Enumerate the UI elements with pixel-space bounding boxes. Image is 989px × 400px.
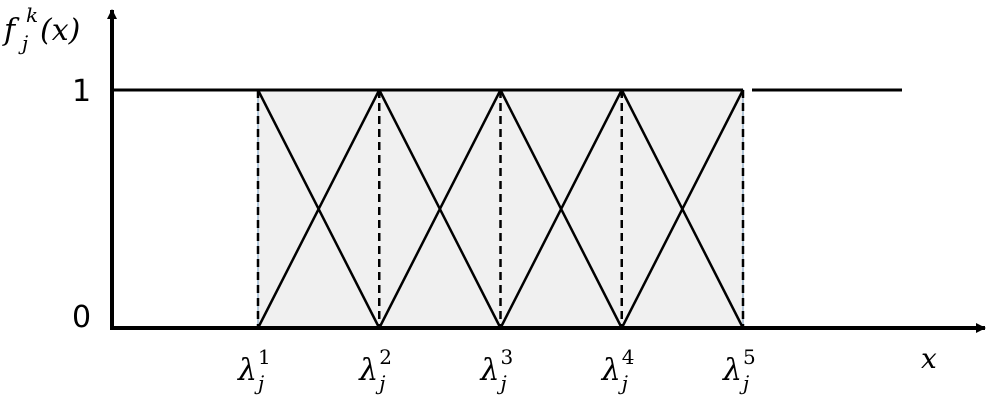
knot-label-5-base: λ [722, 353, 742, 388]
knot-label-2-base: λ [358, 353, 378, 388]
knot-label-4-base: λ [601, 353, 621, 388]
knot-label-2-sup: 2 [379, 345, 392, 369]
membership-ascending-5 [620, 89, 745, 329]
knot-label-5-sub: j [739, 371, 749, 395]
membership-ascending-3 [378, 89, 502, 329]
membership-ascending-2 [256, 89, 381, 329]
y-tick-zero: 0 [72, 300, 91, 335]
knot-label-4-sub: j [618, 371, 628, 395]
knot-label-5-sup: 5 [743, 345, 756, 369]
knot-label-3-sup: 3 [501, 345, 514, 369]
y-axis-title-arg: (x) [40, 13, 80, 48]
knot-label-1-sub: j [254, 371, 264, 395]
knot-label-1-base: λ [237, 353, 257, 388]
knot-label-2-sub: j [375, 371, 385, 395]
x-axis-title: x [921, 342, 937, 375]
knot-label-4-sup: 4 [622, 345, 635, 369]
y-axis-title-sub: j [18, 31, 28, 55]
y-axis-title-main: f [2, 13, 20, 48]
triangular-membership-functions [256, 89, 745, 329]
membership-ascending-4 [499, 89, 623, 329]
knot-label-3-base: λ [480, 353, 500, 388]
knot-dashed-lines [256, 90, 745, 328]
y-axis-title-sup: k [26, 3, 38, 27]
y-tick-one: 1 [72, 74, 91, 109]
knot-label-1-sup: 1 [258, 345, 271, 369]
knot-label-3-sub: j [497, 371, 507, 395]
